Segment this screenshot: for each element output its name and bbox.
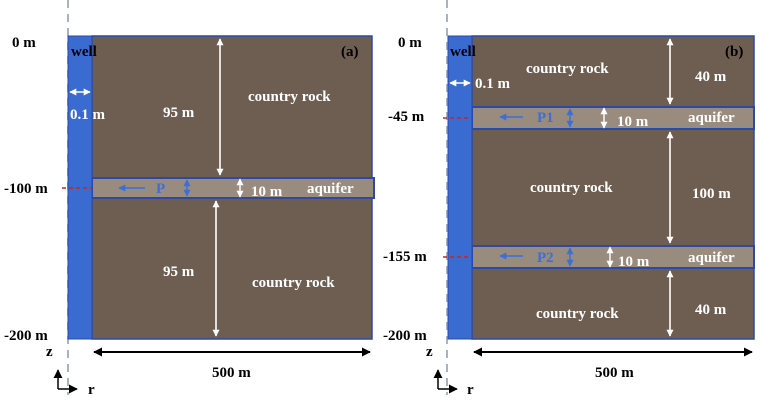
aquifer-2-label: aquifer: [688, 250, 735, 266]
depth-label-mid: -100 m: [4, 181, 48, 197]
depth-label-2: -155 m: [383, 249, 427, 265]
lower-thickness-label: 95 m: [163, 264, 195, 280]
panel-tag: (a): [341, 44, 359, 60]
upper-rock-label: country rock: [248, 89, 331, 105]
axis-z-label: z: [46, 344, 53, 360]
depth-label-1: -45 m: [388, 109, 425, 125]
depth-label-bottom: -200 m: [4, 328, 48, 344]
depth-label-bottom: -200 m: [383, 328, 427, 344]
aquifer-label: aquifer: [307, 181, 354, 197]
well-label: well: [450, 44, 476, 60]
panel-tag: (b): [725, 44, 743, 60]
width-label: 500 m: [212, 365, 251, 381]
bottom-rock-label: country rock: [536, 306, 619, 322]
pressure-1-label: P1: [537, 110, 554, 126]
well-width-label: 0.1 m: [475, 76, 511, 92]
axis-r-label: r: [467, 382, 474, 398]
rock-block: [471, 35, 755, 340]
pressure-label: P: [156, 181, 165, 197]
aquifer-1-label: aquifer: [688, 110, 735, 126]
depth-label-top: 0 m: [398, 35, 422, 51]
upper-thickness-label: 95 m: [163, 105, 195, 121]
mid-thickness-label: 100 m: [692, 186, 731, 202]
width-label: 500 m: [595, 365, 634, 381]
coordinate-axes-icon: [53, 369, 78, 394]
aquifer-2-thickness-label: 10 m: [618, 254, 650, 270]
depth-label-top: 0 m: [12, 35, 36, 51]
top-thickness-label: 40 m: [695, 69, 727, 85]
aquifer-1-thickness-label: 10 m: [617, 114, 649, 130]
axis-z-label: z: [426, 344, 433, 360]
aquifer-thickness-label: 10 m: [251, 184, 283, 200]
bottom-thickness-label: 40 m: [695, 302, 727, 318]
top-rock-label: country rock: [526, 61, 609, 77]
coordinate-axes-icon: [433, 369, 458, 394]
pressure-2-label: P2: [537, 250, 554, 266]
mid-rock-label: country rock: [530, 180, 613, 196]
panel-b: 0 m -45 m -155 m -200 m well 0.1 m (b) c…: [383, 0, 755, 398]
well-width-label: 0.1 m: [70, 107, 106, 123]
axis-r-label: r: [88, 382, 95, 398]
panel-a: 0 m -100 m -200 m well 0.1 m (a) 95 m co…: [4, 0, 375, 398]
well-column: [447, 35, 473, 340]
well-label: well: [71, 44, 97, 60]
lower-rock-label: country rock: [252, 275, 335, 291]
